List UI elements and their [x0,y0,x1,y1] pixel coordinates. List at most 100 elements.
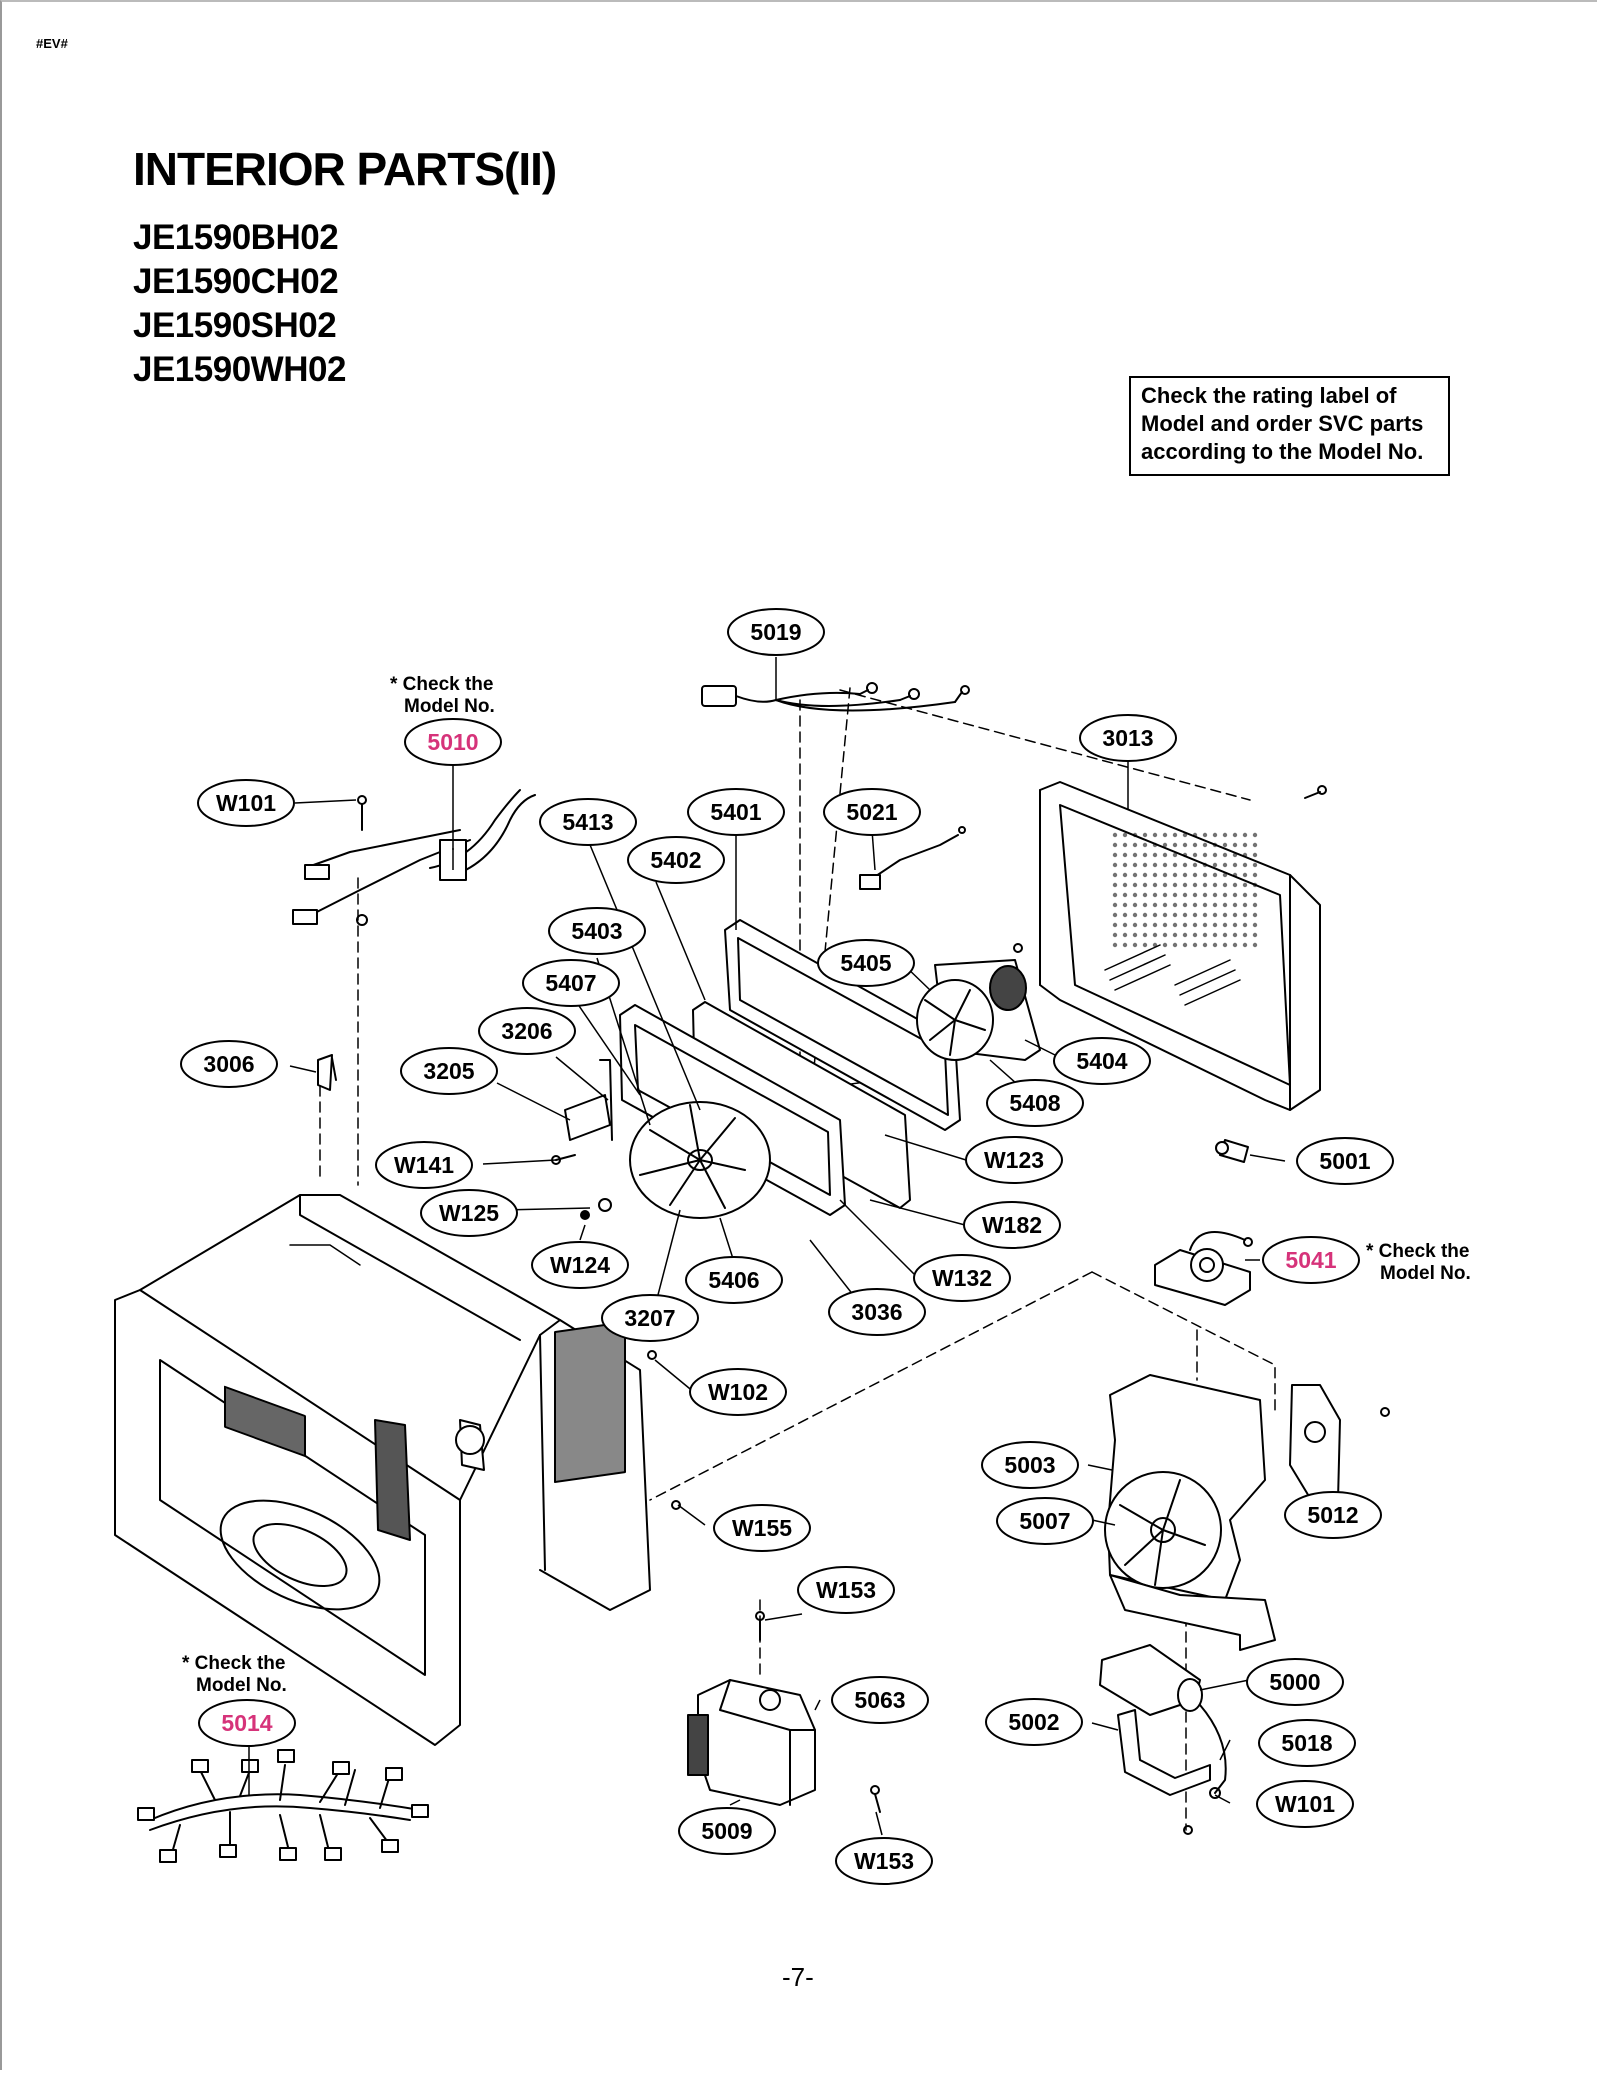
callout-label: 5009 [701,1818,752,1844]
callout-label: W153 [854,1848,914,1874]
part-callout-3013: 3013 [1079,714,1177,762]
callout-bubble [678,1807,776,1855]
check-note-line: Model No. [404,696,495,717]
callout-bubble [198,1699,296,1747]
fuse-5001 [1215,1139,1249,1163]
callout-bubble [420,1189,518,1237]
convection-fan-5406 [629,1101,771,1219]
part-callout-5002: 5002 [985,1698,1083,1746]
check-note-line: Model No. [1380,1263,1471,1284]
callout-bubble [548,907,646,955]
callout-label: 5407 [545,970,596,996]
callout-label: W153 [816,1577,876,1603]
check-note-5014: * Check the Model No. [182,1653,287,1696]
callout-label: 5001 [1319,1148,1370,1174]
callout-label: W101 [1275,1791,1335,1817]
callout-bubble [913,1254,1011,1302]
callout-bubble [727,608,825,656]
rating-label-note: Check the rating label of Model and orde… [1129,376,1450,476]
part-callout-5404: 5404 [1053,1037,1151,1085]
part-callout-w141: W141 [375,1141,473,1189]
callout-label: 5000 [1269,1669,1320,1695]
callout-bubble [835,1837,933,1885]
callout-label: 5002 [1008,1709,1059,1735]
part-callout-3205: 3205 [400,1047,498,1095]
callout-label: W102 [708,1379,768,1405]
part-callout-w101: W101 [1256,1780,1354,1828]
bracket-3006 [317,1054,337,1091]
callout-label: W101 [216,790,276,816]
callout-label: 5401 [710,799,761,825]
part-callout-w182: W182 [963,1201,1061,1249]
callout-bubble [601,1294,699,1342]
callout-label: 5021 [846,799,897,825]
callout-bubble [1262,1236,1360,1284]
callout-label: W124 [550,1252,610,1278]
callout-bubble [627,836,725,884]
check-note-line: * Check the [390,674,493,695]
part-callout-w155: W155 [713,1504,811,1552]
doc-code: #EV# [36,36,68,51]
note-line: according to the Model No. [1141,439,1424,464]
part-callout-5021: 5021 [823,788,921,836]
callout-bubble [1256,1780,1354,1828]
callout-bubble [963,1201,1061,1249]
callout-bubble [996,1497,1094,1545]
callout-bubble [797,1566,895,1614]
part-callout-w132: W132 [913,1254,1011,1302]
part-callout-w102: W102 [689,1368,787,1416]
wire-harness-5010 [292,789,536,926]
callout-bubble [478,1007,576,1055]
callout-label: 5012 [1307,1502,1358,1528]
motor-5405 [916,943,1041,1061]
callout-bubble [1296,1137,1394,1185]
callout-label: 5010 [427,729,478,755]
part-callout-5007: 5007 [996,1497,1094,1545]
callout-label: 3036 [851,1299,902,1325]
part-callout-5000: 5000 [1246,1658,1344,1706]
cover-plate-5401 [724,919,961,1131]
part-callout-w153: W153 [835,1837,933,1885]
callout-bubble [986,1079,1084,1127]
callout-bubble [522,959,620,1007]
part-callout-5003: 5003 [981,1441,1079,1489]
callout-label: 5063 [854,1687,905,1713]
callout-label: 3207 [624,1305,675,1331]
callout-label: 5408 [1009,1090,1060,1116]
model-number: JE1590BH02 [133,218,339,257]
check-note-line: * Check the [182,1653,285,1674]
callout-bubble [1053,1037,1151,1085]
callout-label: 5405 [840,950,891,976]
part-callout-5041: 5041 [1262,1236,1360,1284]
callout-bubble [375,1141,473,1189]
part-callout-5407: 5407 [522,959,620,1007]
part-callout-w153: W153 [797,1566,895,1614]
callout-label: W182 [982,1212,1042,1238]
check-note-line: Model No. [196,1675,287,1696]
part-callout-3036: 3036 [828,1288,926,1336]
note-line: Check the rating label of [1141,383,1397,408]
duct-part-3013 [1039,781,1321,1111]
callout-label: W125 [439,1200,499,1226]
callout-label: 5003 [1004,1452,1055,1478]
part-callout-5402: 5402 [627,836,725,884]
screws [357,785,1390,1835]
callout-label: 5403 [571,918,622,944]
part-callout-5012: 5012 [1284,1491,1382,1539]
part-callout-3006: 3006 [180,1040,278,1088]
part-callout-w101: W101 [197,779,295,827]
callout-label: W132 [932,1265,992,1291]
callout-label: 5041 [1285,1247,1336,1273]
callout-bubble [828,1288,926,1336]
part-callout-5019: 5019 [727,608,825,656]
callout-label: W123 [984,1147,1044,1173]
callout-label: 3013 [1102,725,1153,751]
note-line: Model and order SVC parts [1141,411,1424,436]
check-note-line: * Check the [1366,1241,1469,1262]
connector-5021 [859,826,966,890]
callout-label: 5402 [650,847,701,873]
callout-bubble [689,1368,787,1416]
